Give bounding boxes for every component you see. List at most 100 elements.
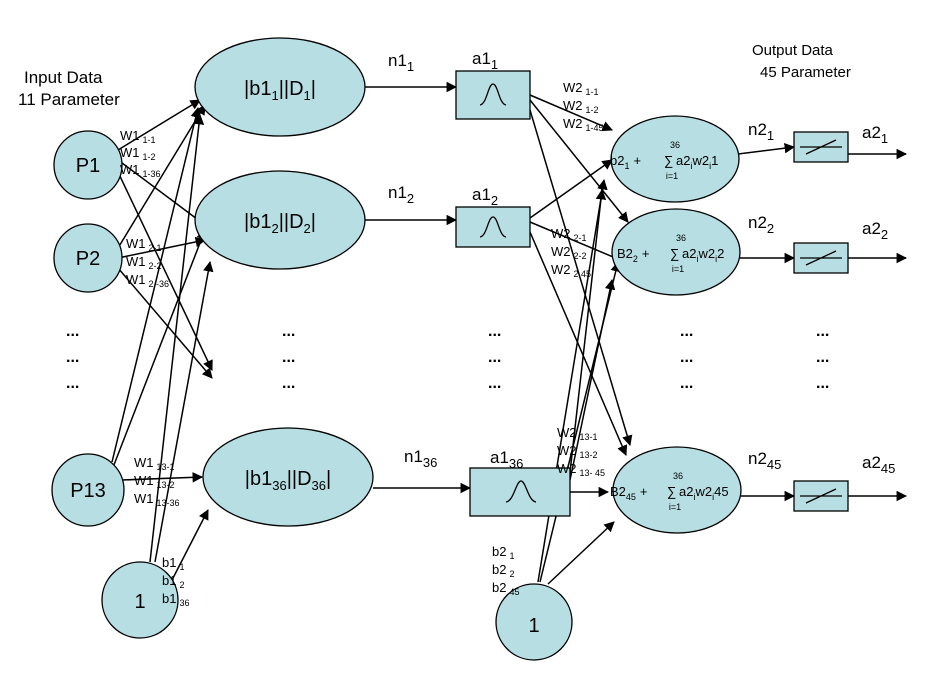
svg-text:1: 1 [134,591,145,613]
svg-text:|b12||D2|: |b12||D2| [244,211,316,236]
output-header-line2: 45 Parameter [760,64,851,81]
connection-arrow [171,509,209,581]
svg-text:W21-2: W21-2 [563,98,599,115]
svg-text:W21-1: W21-1 [563,80,599,97]
svg-text:a2iw2i1: a2iw2i1 [676,153,718,171]
linear-box-2 [793,242,849,274]
svg-text:W11-36: W11-36 [120,162,161,179]
svg-text:a2iw2i2: a2iw2i2 [682,246,724,264]
input-header-line1: Input Data [24,68,103,87]
connection-arrow [111,229,207,471]
connection-arrow [117,171,213,371]
svg-text:P13: P13 [70,480,106,502]
linear-ramp-icon [800,139,842,155]
svg-text:|b136||D36|: |b136||D36| [245,468,331,493]
svg-text:W21-45: W21-45 [563,116,604,133]
a2-label-1: a21 [862,123,888,146]
connection-arrow [529,109,633,447]
input-dots-1: ... [66,323,79,340]
connection-arrow [539,260,621,583]
linear-box-1 [793,131,849,163]
connection-arrow [547,521,615,585]
connection-arrow [529,231,628,456]
connection-arrow [529,94,613,132]
svg-text:∑: ∑ [667,484,676,499]
gaussian-curve-icon [479,216,507,238]
svg-text:a2iw2i45: a2iw2i45 [679,484,729,502]
radbas-box-36 [469,467,571,517]
connection-arrow [117,99,201,151]
input-header-line2: 11 Parameter [18,90,120,109]
svg-text:b11: b11 [162,555,184,572]
connection-arrow [117,267,213,379]
connection-arrow [121,472,204,483]
a1-dots-1: ... [488,323,501,340]
svg-text:W11-1: W11-1 [120,128,156,145]
svg-text:|b11||D1|: |b11||D1| [244,78,316,103]
svg-text:36: 36 [673,471,683,481]
svg-text:36: 36 [676,233,686,243]
output-dots-3: ... [680,375,693,392]
hidden-node-36: |b136||D36| [202,427,374,527]
a1-label-2: a12 [472,185,498,208]
output-dots-2: ... [680,349,693,366]
svg-text:W22-1: W22-1 [551,226,587,243]
output-node-45: B245+ 36 ∑ i=1 a2iw2i45 [610,446,742,534]
a1-dots-3: ... [488,375,501,392]
connection-arrow [529,159,613,219]
connection-arrow [111,106,201,463]
svg-text:b22: b22 [492,562,514,579]
svg-text:b21+: b21+ [610,153,641,171]
input-node-p13: P13 [51,453,125,527]
hidden-dots-3: ... [282,375,295,392]
input-node-p2: P2 [53,223,123,293]
connection-arrow [154,260,214,563]
a1-label-1: a11 [472,49,498,72]
svg-text:i=1: i=1 [666,171,678,181]
output-node-2: B22+ 36 ∑ i=1 a2iw2i2 [611,208,741,296]
svg-text:B245+: B245+ [610,484,648,502]
connection-arrow [569,188,607,473]
svg-text:W11-2: W11-2 [120,145,156,162]
svg-text:P1: P1 [76,155,100,177]
n1-label-1: n11 [388,51,414,74]
a1-dots-2: ... [488,349,501,366]
gaussian-curve-icon [505,480,537,503]
input-dots-3: ... [66,375,79,392]
hidden-dots-2: ... [282,349,295,366]
svg-text:W12 -36: W12 -36 [126,272,169,289]
connection-arrow [117,104,206,249]
svg-text:W12-1: W12-1 [126,236,162,253]
connection-arrow [117,159,206,226]
output-node-1: b21+ 36 ∑ i=1 a2iw2i1 [610,115,740,203]
input-dots-2: ... [66,349,79,366]
hidden-node-1: |b11||D1| [194,37,366,137]
svg-text:W22 45: W22 45 [551,262,591,279]
linear-ramp-icon [800,488,842,504]
n1-label-2: n12 [388,183,414,206]
bias2-node: 1 [495,583,573,661]
svg-text:B22+: B22+ [617,246,650,264]
n1-label-36: n136 [404,447,437,470]
svg-text:∑: ∑ [664,153,673,168]
hidden-node-2: |b12||D2| [194,170,366,270]
linear-ramp-icon [800,250,842,266]
svg-text:i=1: i=1 [672,264,684,274]
svg-text:1: 1 [528,615,539,637]
n2-dots-3: ... [816,375,829,392]
svg-text:i=1: i=1 [669,502,681,512]
n2-label-45: n245 [748,449,781,472]
connection-arrow [529,221,626,264]
bias1-node: 1 [101,561,179,639]
svg-text:W12-2: W12-2 [126,254,162,271]
